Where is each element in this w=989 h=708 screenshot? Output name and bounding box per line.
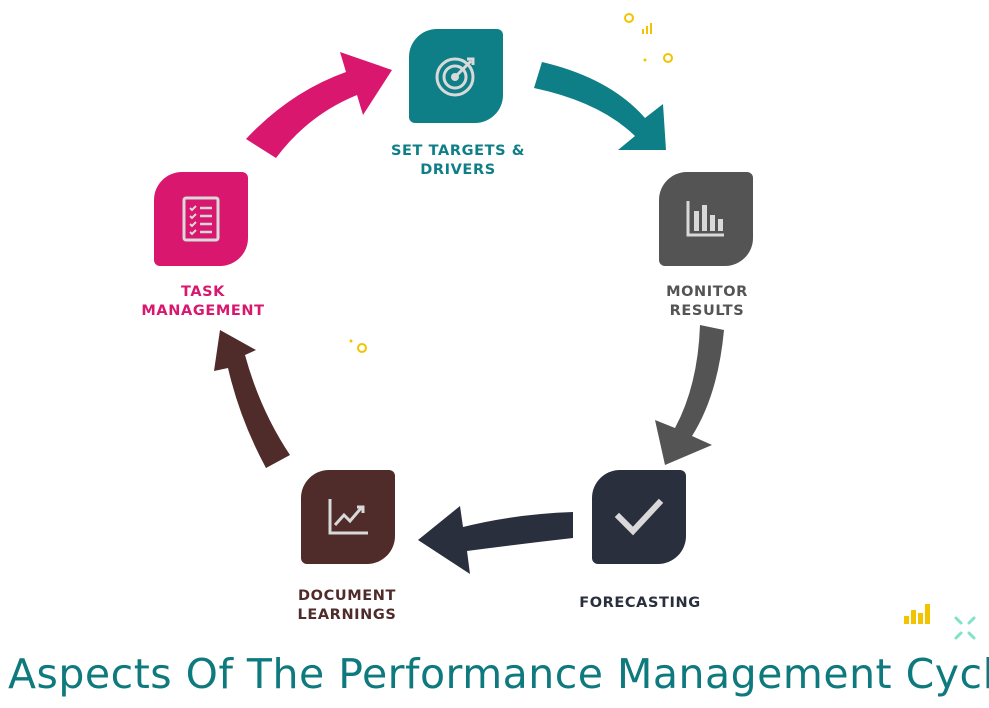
step-set-targets-box bbox=[409, 29, 503, 123]
decorative-dots-mid bbox=[349, 339, 367, 353]
arrow-document-to-task bbox=[214, 330, 290, 468]
line-chart-icon bbox=[328, 499, 368, 535]
step-task-label: TASK MANAGEMENT bbox=[128, 283, 278, 321]
bar-chart-icon bbox=[686, 201, 724, 237]
page-title: Aspects Of The Performance Management Cy… bbox=[8, 650, 989, 698]
label-line: TASK bbox=[180, 284, 226, 300]
target-icon bbox=[435, 57, 475, 97]
checklist-icon bbox=[182, 196, 220, 242]
step-set-targets-label: SET TARGETS & DRIVERS bbox=[370, 142, 546, 180]
step-forecasting-box bbox=[592, 470, 686, 564]
step-forecasting-label: FORECASTING bbox=[565, 594, 715, 613]
label-line: LEARNINGS bbox=[297, 607, 397, 623]
decorative-dots-top bbox=[624, 13, 673, 63]
step-monitor-label: MONITOR RESULTS bbox=[637, 283, 777, 321]
label-line: MONITOR bbox=[666, 284, 748, 300]
label-line: DRIVERS bbox=[420, 162, 496, 178]
arrow-monitor-to-forecasting bbox=[655, 325, 724, 465]
step-document-box bbox=[301, 470, 395, 564]
label-line: FORECASTING bbox=[579, 595, 701, 611]
checkmark-icon bbox=[614, 498, 664, 536]
step-task-box bbox=[154, 172, 248, 266]
arrow-targets-to-monitor bbox=[534, 62, 666, 150]
label-line: DOCUMENT bbox=[298, 588, 396, 604]
arrow-task-to-targets bbox=[246, 52, 392, 158]
arrow-forecasting-to-document bbox=[418, 506, 573, 574]
step-document-label: DOCUMENT LEARNINGS bbox=[272, 587, 422, 625]
label-line: SET TARGETS & bbox=[390, 143, 526, 159]
label-line: MANAGEMENT bbox=[141, 303, 265, 319]
decorative-accent-corner bbox=[904, 604, 976, 640]
label-line: RESULTS bbox=[669, 303, 745, 319]
step-monitor-box bbox=[659, 172, 753, 266]
